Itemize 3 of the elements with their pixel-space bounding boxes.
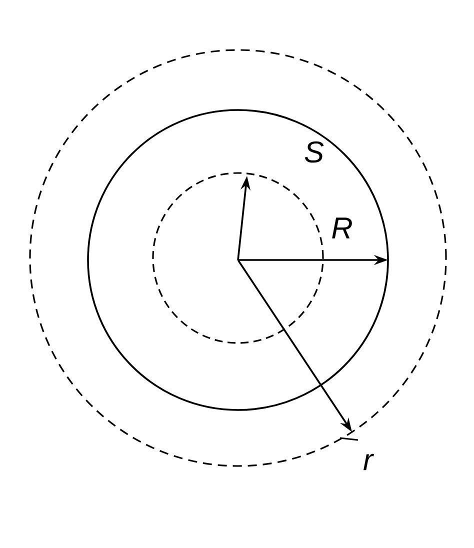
variable-label: R (332, 218, 352, 238)
variable-label: S (304, 141, 324, 163)
variable-label: r (364, 454, 374, 470)
